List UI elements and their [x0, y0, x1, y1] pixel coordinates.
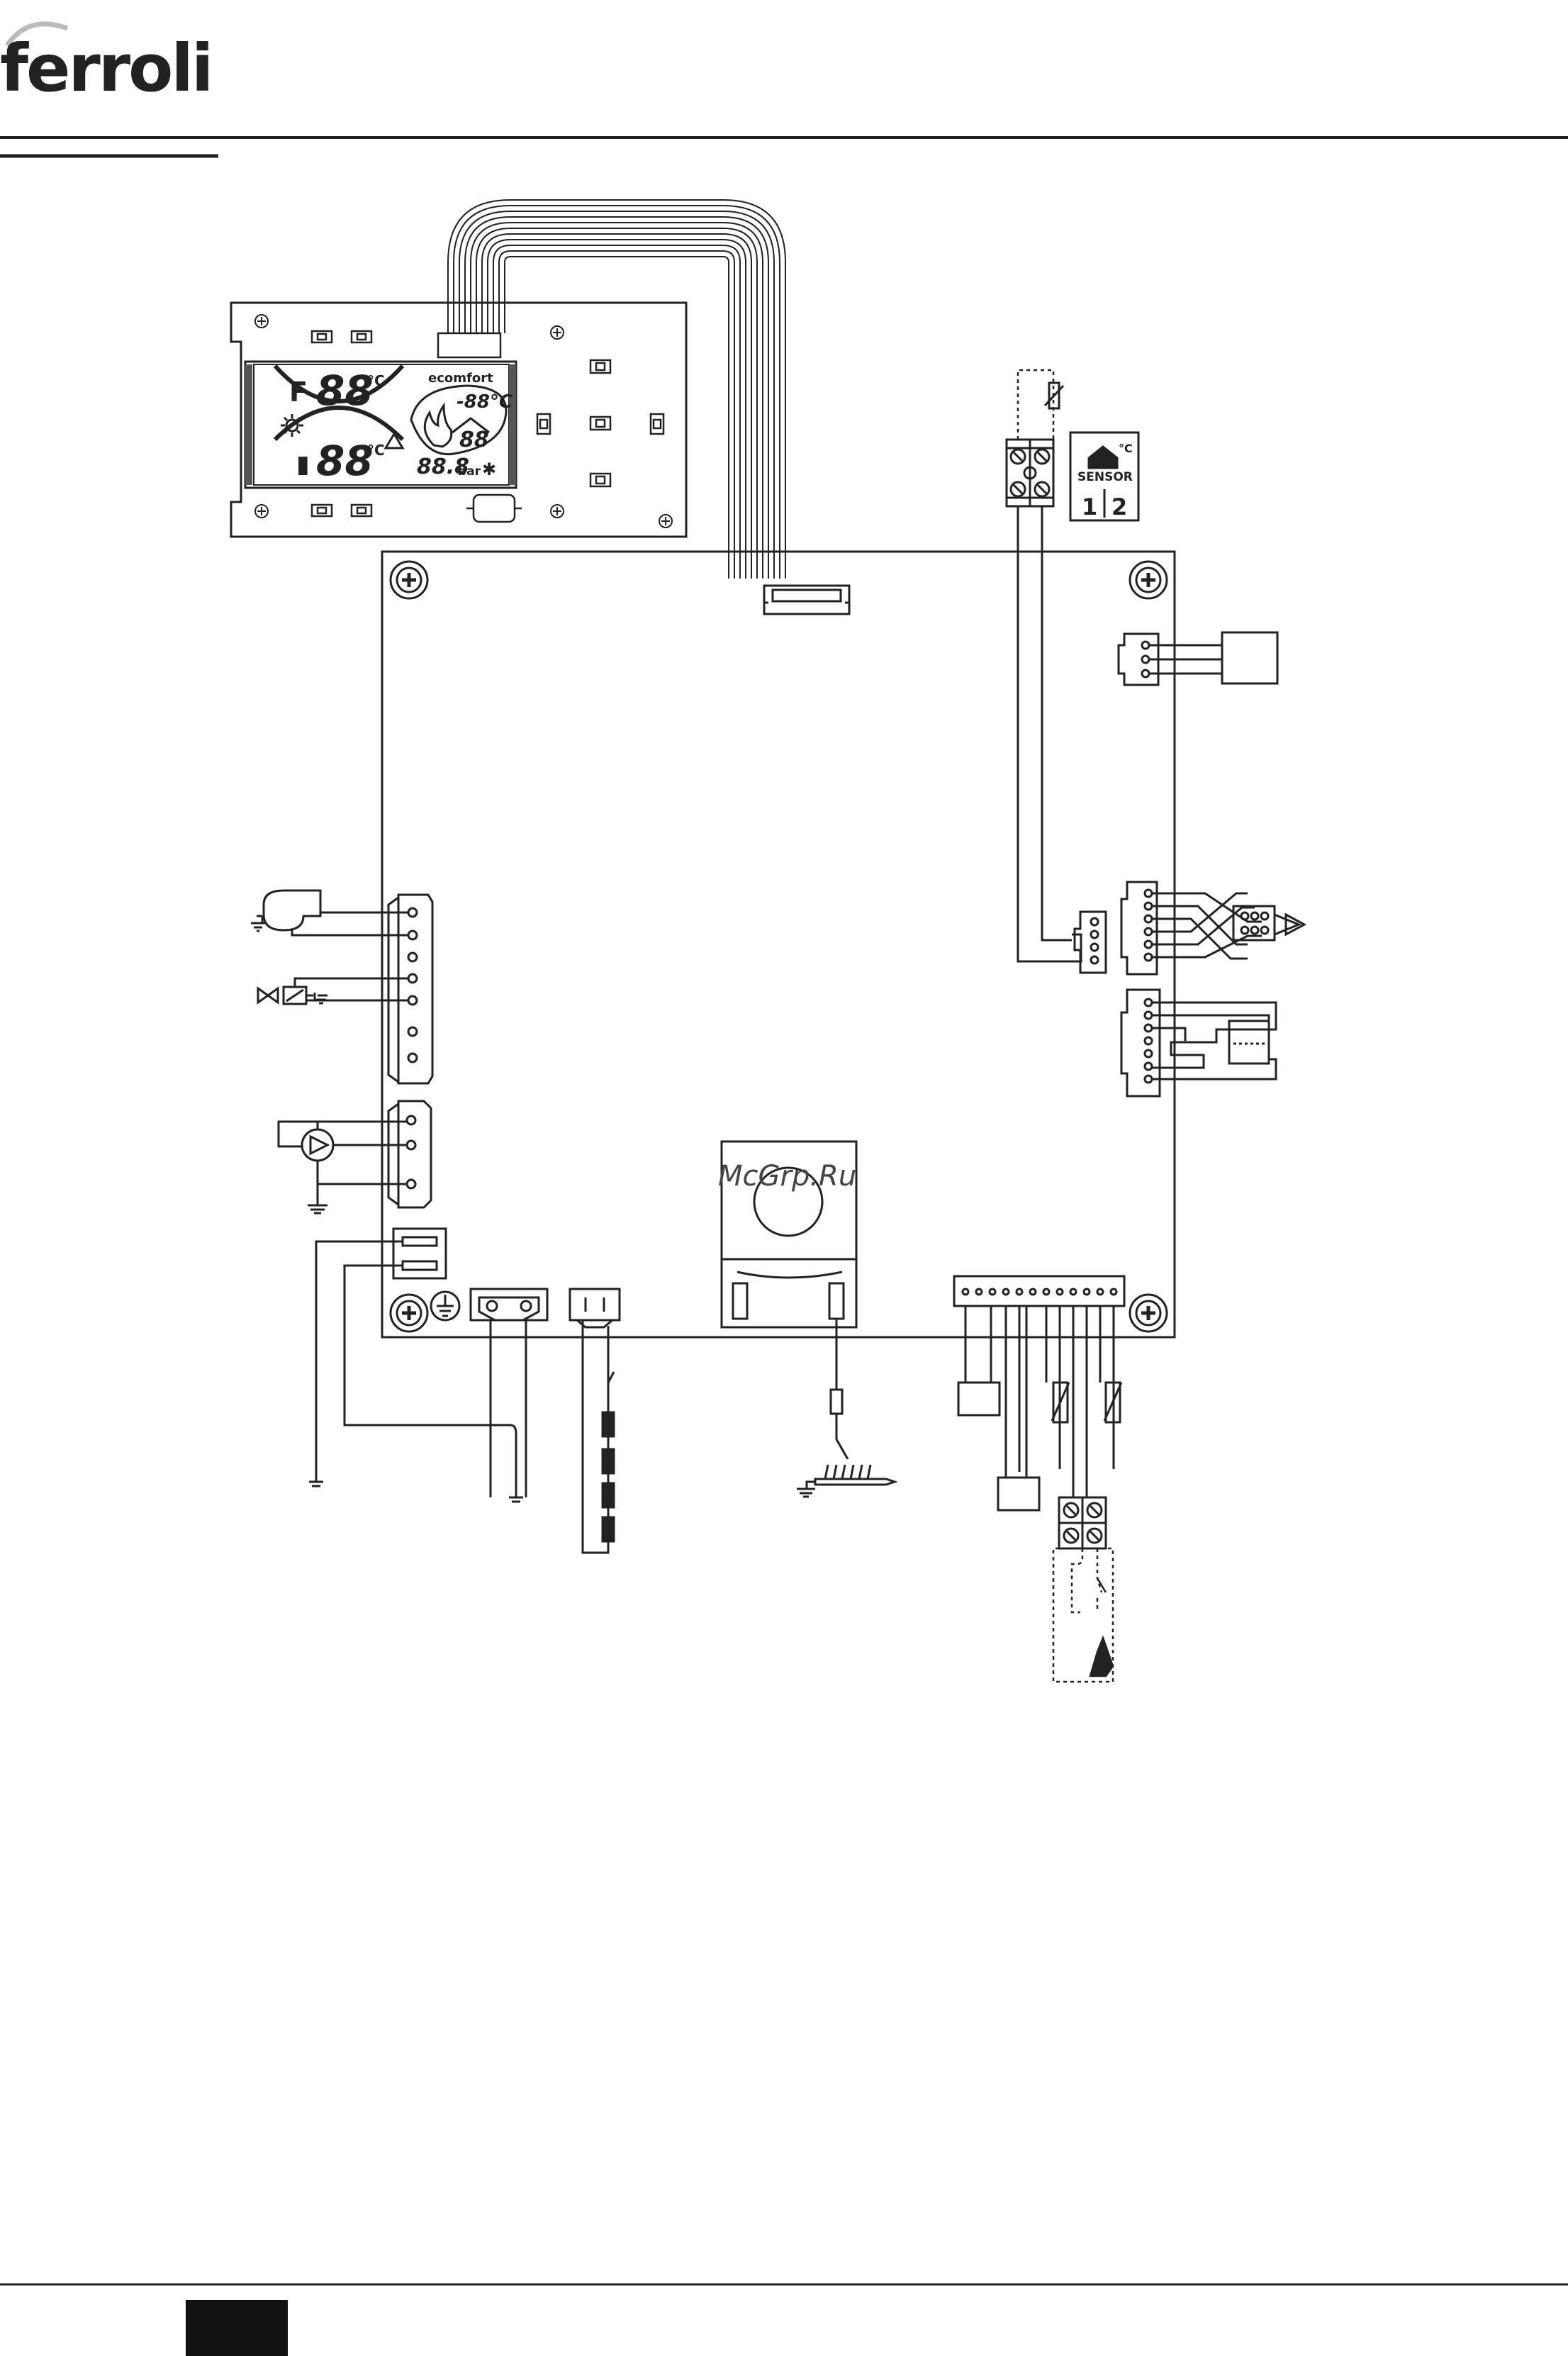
lcd-room-digits: 88 [459, 428, 489, 452]
house-icon [1089, 447, 1117, 468]
dhw-sensor-connector [1119, 632, 1277, 685]
footer [0, 2284, 1568, 2356]
outdoor-sensor-connector [1075, 912, 1106, 973]
electrode-icon [797, 1465, 895, 1497]
lcd-digits-top: 88 [316, 367, 374, 415]
pressure-sensor-connector [1121, 990, 1276, 1096]
sensor-title: SENSOR [1077, 470, 1133, 484]
pump-connector [388, 1101, 431, 1207]
board-screw [1130, 562, 1167, 598]
lcd-digits-bottom: 88 [316, 437, 374, 485]
lcd-pins-left [245, 364, 252, 485]
display-board: F 88 °C ▮ 88 °C ecomfort -88°C 88 88.8 b… [231, 303, 686, 537]
tap-heating-icon: F [289, 376, 308, 408]
terminal-block-bottom [1059, 1497, 1106, 1548]
main-board [382, 552, 1175, 1337]
lcd-unit-top: °C [367, 372, 385, 389]
sensor-terminal-2: 2 [1111, 493, 1127, 520]
main-board-outline [382, 552, 1175, 1337]
pump-icon [302, 1129, 333, 1161]
lcd-pressure-unit: bar [458, 464, 481, 479]
brand-logo: ferroli [0, 30, 211, 106]
board-screw [391, 1295, 427, 1331]
header: ferroli [0, 24, 1568, 156]
mounting-screw [551, 505, 564, 518]
safety-chain-connector [570, 1289, 620, 1553]
fan-connector [388, 895, 432, 1083]
lcd-brand: ecomfort [428, 371, 493, 386]
sensor-unit: °C [1119, 442, 1133, 455]
ribbon-connector [764, 586, 849, 614]
board-screw [1130, 1295, 1167, 1331]
ignition-connector [471, 1289, 547, 1497]
watermark: McGrp.Ru [718, 1160, 856, 1193]
fan-motor-icon [251, 891, 320, 931]
valve-actuator-icon [1286, 915, 1304, 934]
ground-symbol [431, 1292, 459, 1320]
three-way-valve-connector [1121, 882, 1304, 974]
lcd-unit-bottom: °C [367, 442, 385, 459]
sensor-terminal-1: 1 [1082, 493, 1097, 520]
gas-valve-wiring [295, 978, 408, 1000]
mounting-screw [551, 326, 564, 339]
lcd-display: F 88 °C ▮ 88 °C ecomfort -88°C 88 88.8 b… [245, 362, 516, 488]
mounting-screw [659, 515, 672, 527]
sensor-label: °C SENSOR 1 2 [1070, 432, 1138, 520]
snowflake-icon: ✱ [482, 459, 496, 479]
radiator-icon: ▮ [296, 450, 310, 479]
page-number-box [186, 2300, 288, 2356]
mounting-screw [255, 315, 268, 328]
room-thermostat-optional [1053, 1548, 1113, 1682]
mounting-screw [255, 505, 268, 518]
sensor-connector-bottom [954, 1276, 1124, 1510]
remote-control-icon [1090, 1638, 1113, 1676]
lcd-room-temp: -88°C [457, 391, 513, 413]
display-connector [438, 333, 500, 357]
lcd-pins-right [509, 364, 516, 485]
board-screw [391, 562, 427, 598]
